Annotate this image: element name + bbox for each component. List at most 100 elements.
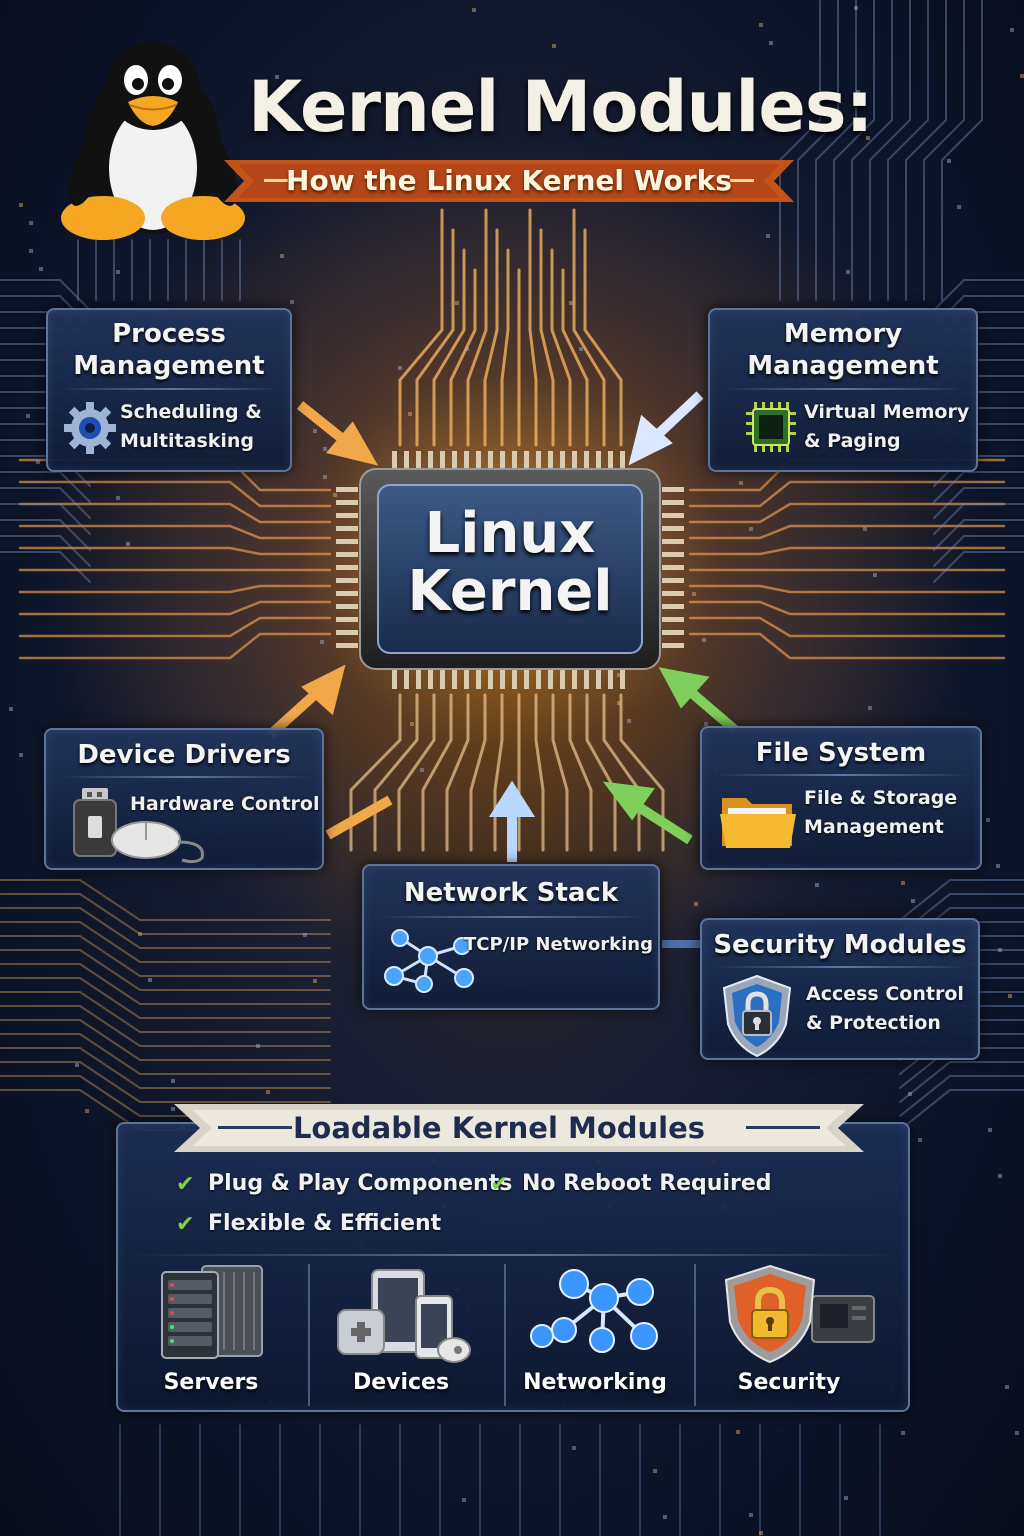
circuit-trace bbox=[688, 546, 1006, 556]
circuit-trace bbox=[0, 503, 91, 535]
arrow-process bbox=[296, 401, 379, 466]
circuit-trace bbox=[0, 519, 91, 551]
chip-pin bbox=[596, 451, 601, 471]
chip-pin bbox=[392, 669, 397, 689]
circuit-trace bbox=[0, 1061, 331, 1103]
process-title-line2: Management bbox=[73, 351, 265, 381]
circuit-trace bbox=[0, 991, 331, 1033]
circuit-dot bbox=[1015, 1431, 1019, 1435]
circuit-trace bbox=[851, 0, 893, 301]
security-desc: Access Control & Protection bbox=[806, 980, 964, 1038]
chip-pin bbox=[662, 643, 684, 648]
circuit-dot bbox=[9, 707, 13, 711]
drivers-title: Device Drivers bbox=[77, 740, 291, 770]
circuit-trace bbox=[0, 977, 331, 1019]
chip-pin bbox=[662, 617, 684, 622]
network-nodes-icon bbox=[384, 929, 474, 993]
memory-management-panel: Memory Management Virtual Memory & Pagin… bbox=[708, 308, 978, 472]
circuit-trace bbox=[833, 0, 875, 301]
circuit-trace bbox=[18, 480, 332, 508]
security-desc-line1: Access Control bbox=[806, 983, 964, 1005]
circuit-trace bbox=[398, 208, 444, 447]
circuit-dot bbox=[986, 818, 990, 822]
filesystem-desc-line2: Management bbox=[804, 816, 944, 838]
circuit-dot bbox=[846, 270, 850, 274]
circuit-dot bbox=[617, 673, 621, 677]
circuit-dot bbox=[290, 300, 294, 304]
circuit-dot bbox=[313, 429, 317, 433]
chip-pin bbox=[404, 451, 409, 471]
circuit-dot bbox=[148, 978, 152, 982]
circuit-dot bbox=[873, 573, 877, 577]
chip-pin bbox=[662, 565, 684, 570]
circuit-dot bbox=[420, 768, 424, 772]
circuit-trace bbox=[887, 0, 929, 301]
chip-pin bbox=[416, 669, 421, 689]
circuit-dot bbox=[749, 527, 753, 531]
circuit-dot bbox=[988, 1128, 992, 1132]
chip-pin bbox=[336, 617, 358, 622]
circuit-dot bbox=[280, 254, 284, 258]
chip-pin bbox=[620, 451, 625, 471]
cell-devices-label: Devices bbox=[352, 1370, 450, 1395]
circuit-dot bbox=[579, 347, 583, 351]
circuit-trace bbox=[869, 0, 911, 301]
chip-pin bbox=[608, 451, 613, 471]
memory-desc-line2: & Paging bbox=[804, 430, 901, 452]
circuit-dot bbox=[617, 701, 621, 705]
network-stack-panel: Network Stack TCP/IP Networking bbox=[362, 864, 660, 1010]
gear-icon bbox=[64, 402, 116, 454]
chip-pin bbox=[662, 630, 684, 635]
chip-pin bbox=[524, 451, 529, 471]
arrow-network bbox=[488, 780, 536, 862]
circuit-trace bbox=[445, 693, 470, 852]
circuit-trace bbox=[18, 584, 332, 594]
circuit-trace bbox=[483, 228, 499, 447]
circuit-trace bbox=[905, 0, 947, 301]
circuit-trace bbox=[550, 248, 572, 447]
circuit-dot bbox=[256, 1044, 260, 1048]
chip-pin bbox=[662, 552, 684, 557]
security-modules-panel: Security Modules Access Control & Protec… bbox=[700, 918, 980, 1060]
circuit-trace bbox=[421, 693, 453, 852]
circuit-dot bbox=[275, 75, 279, 79]
circuit-trace bbox=[18, 546, 332, 556]
circuit-dot bbox=[863, 527, 867, 531]
circuit-trace bbox=[0, 1047, 331, 1089]
circuit-dot bbox=[766, 234, 770, 238]
kernel-label-line2: Kernel bbox=[407, 559, 613, 624]
circuit-trace bbox=[0, 963, 331, 1005]
shield-lock-icon bbox=[722, 974, 792, 1058]
memory-title-line1: Memory bbox=[783, 319, 903, 349]
chip-pin bbox=[392, 451, 397, 471]
chip-pin bbox=[336, 526, 358, 531]
circuit-dot bbox=[947, 159, 951, 163]
process-title: Process Management bbox=[48, 318, 290, 382]
circuit-dot bbox=[455, 301, 459, 305]
chip-pin bbox=[336, 539, 358, 544]
circuit-dot bbox=[171, 1079, 175, 1083]
circuit-dot bbox=[918, 1138, 922, 1142]
circuit-dot bbox=[75, 1063, 79, 1067]
circuit-trace bbox=[0, 1005, 331, 1047]
circuit-dot bbox=[702, 638, 706, 642]
circuit-dot bbox=[957, 205, 961, 209]
chip-pin bbox=[336, 513, 358, 518]
circuit-trace bbox=[899, 879, 1024, 921]
chip-pin bbox=[560, 669, 565, 689]
circuit-dot bbox=[398, 366, 402, 370]
chip-pin bbox=[536, 669, 541, 689]
chip-pin bbox=[428, 669, 433, 689]
cell-servers-label: Servers bbox=[163, 1370, 259, 1395]
circuit-trace bbox=[688, 502, 1006, 524]
circuit-trace bbox=[933, 471, 1024, 503]
chip-pin bbox=[336, 643, 358, 648]
chip-pin bbox=[662, 500, 684, 505]
circuit-dot bbox=[749, 1513, 753, 1517]
chip-pin bbox=[336, 591, 358, 596]
usb-mouse-icon bbox=[73, 788, 204, 864]
circuit-dot bbox=[1005, 1385, 1009, 1389]
chip-pin bbox=[488, 669, 493, 689]
circuit-dot bbox=[26, 414, 30, 418]
